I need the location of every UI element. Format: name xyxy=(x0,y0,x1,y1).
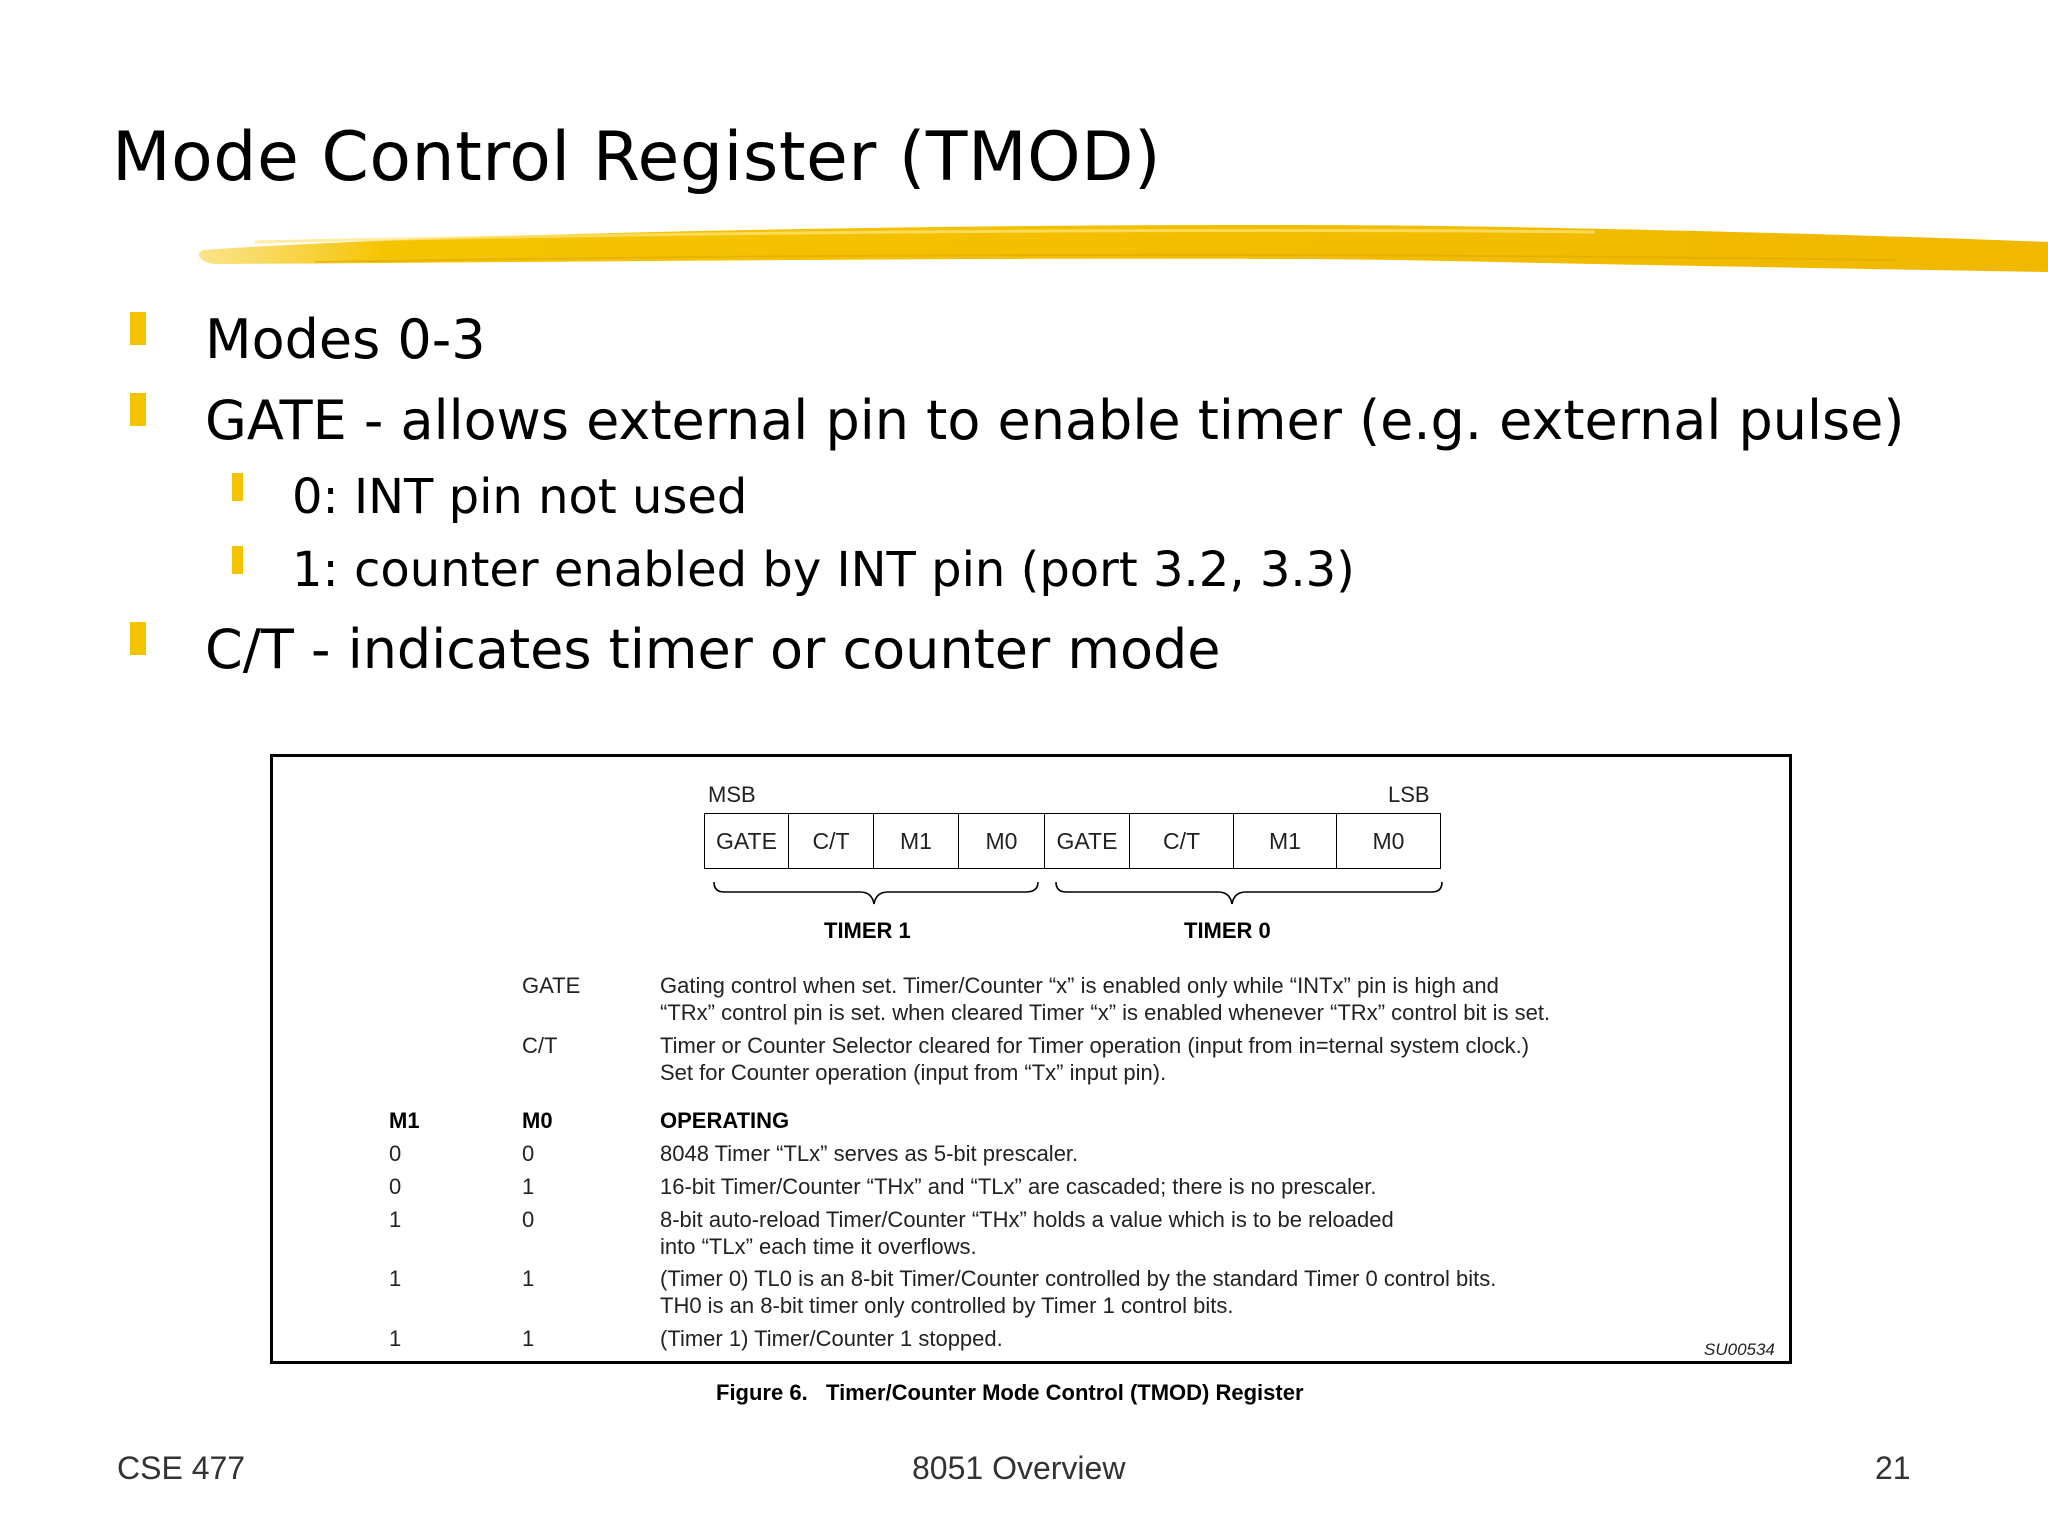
register-bit-ct-t1: C/T xyxy=(788,813,874,869)
bullet-marker xyxy=(130,393,146,426)
bullet-modes: Modes 0-3 xyxy=(205,308,486,371)
bullet-ct: C/T - indicates timer or counter mode xyxy=(205,618,1221,681)
table-row-desc-cont: into “TLx” each time it overflows. xyxy=(660,1234,977,1259)
gate-description-line2: “TRx” control pin is set. when cleared T… xyxy=(660,1000,1551,1025)
table-row-m0: 0 xyxy=(522,1207,535,1232)
footer-course: CSE 477 xyxy=(117,1450,246,1486)
table-row-m1: 1 xyxy=(389,1207,402,1232)
table-row-m1: 1 xyxy=(389,1266,402,1291)
register-bit-m1-t0: M1 xyxy=(1233,813,1337,869)
table-row-m1: 1 xyxy=(389,1326,402,1351)
bullet-marker xyxy=(130,312,146,345)
footer-topic: 8051 Overview xyxy=(912,1450,1126,1486)
sub-bullet-marker xyxy=(232,546,243,574)
figure-frame xyxy=(270,754,1792,1364)
table-row-desc: (Timer 0) TL0 is an 8-bit Timer/Counter … xyxy=(660,1266,1497,1291)
register-bit-m0-t1: M0 xyxy=(958,813,1045,869)
gate-term: GATE xyxy=(522,973,581,998)
sub-bullet-int-not-used: 0: INT pin not used xyxy=(292,469,748,525)
table-header-m0: M0 xyxy=(522,1108,553,1133)
gate-description-line1: Gating control when set. Timer/Counter “… xyxy=(660,973,1499,998)
ct-description-line2: Set for Counter operation (input from “T… xyxy=(660,1060,1167,1085)
bullet-gate: GATE - allows external pin to enable tim… xyxy=(205,389,1905,452)
table-row-m1: 0 xyxy=(389,1174,402,1199)
register-bit-gate-t1: GATE xyxy=(704,813,789,869)
footer-slide-number: 21 xyxy=(1875,1450,1911,1486)
sub-bullet-int-enabled: 1: counter enabled by INT pin (port 3.2,… xyxy=(292,542,1355,598)
bullet-marker xyxy=(130,622,146,655)
ct-description-line1: Timer or Counter Selector cleared for Ti… xyxy=(660,1033,1530,1058)
ct-term: C/T xyxy=(522,1033,558,1058)
timer-braces xyxy=(713,881,1443,905)
table-row-m0: 1 xyxy=(522,1266,535,1291)
title-underline-stroke xyxy=(199,225,2048,272)
table-row-desc: 16-bit Timer/Counter “THx” and “TLx” are… xyxy=(660,1174,1377,1199)
table-row-desc: 8-bit auto-reload Timer/Counter “THx” ho… xyxy=(660,1207,1394,1232)
table-row-desc: (Timer 1) Timer/Counter 1 stopped. xyxy=(660,1326,1003,1351)
register-bit-m0-t0: M0 xyxy=(1336,813,1441,869)
register-bit-gate-t0: GATE xyxy=(1044,813,1130,869)
timer1-label: TIMER 1 xyxy=(824,918,911,943)
timer0-label: TIMER 0 xyxy=(1184,918,1271,943)
table-header-m1: M1 xyxy=(389,1108,420,1133)
table-header-operating: OPERATING xyxy=(660,1108,790,1133)
lsb-label: LSB xyxy=(1388,782,1430,807)
msb-label: MSB xyxy=(708,782,756,807)
figure-caption: Figure 6. Timer/Counter Mode Control (TM… xyxy=(716,1380,1304,1405)
sub-bullet-marker xyxy=(232,473,243,501)
register-bit-m1-t1: M1 xyxy=(873,813,959,869)
table-row-m1: 0 xyxy=(389,1141,402,1166)
register-bit-ct-t0: C/T xyxy=(1129,813,1234,869)
table-row-desc-cont: TH0 is an 8-bit timer only controlled by… xyxy=(660,1293,1234,1318)
table-row-m0: 1 xyxy=(522,1326,535,1351)
table-row-m0: 0 xyxy=(522,1141,535,1166)
figure-code: SU00534 xyxy=(1704,1340,1775,1359)
slide-title: Mode Control Register (TMOD) xyxy=(112,118,1162,197)
table-row-m0: 1 xyxy=(522,1174,535,1199)
table-row-desc: 8048 Timer “TLx” serves as 5-bit prescal… xyxy=(660,1141,1079,1166)
